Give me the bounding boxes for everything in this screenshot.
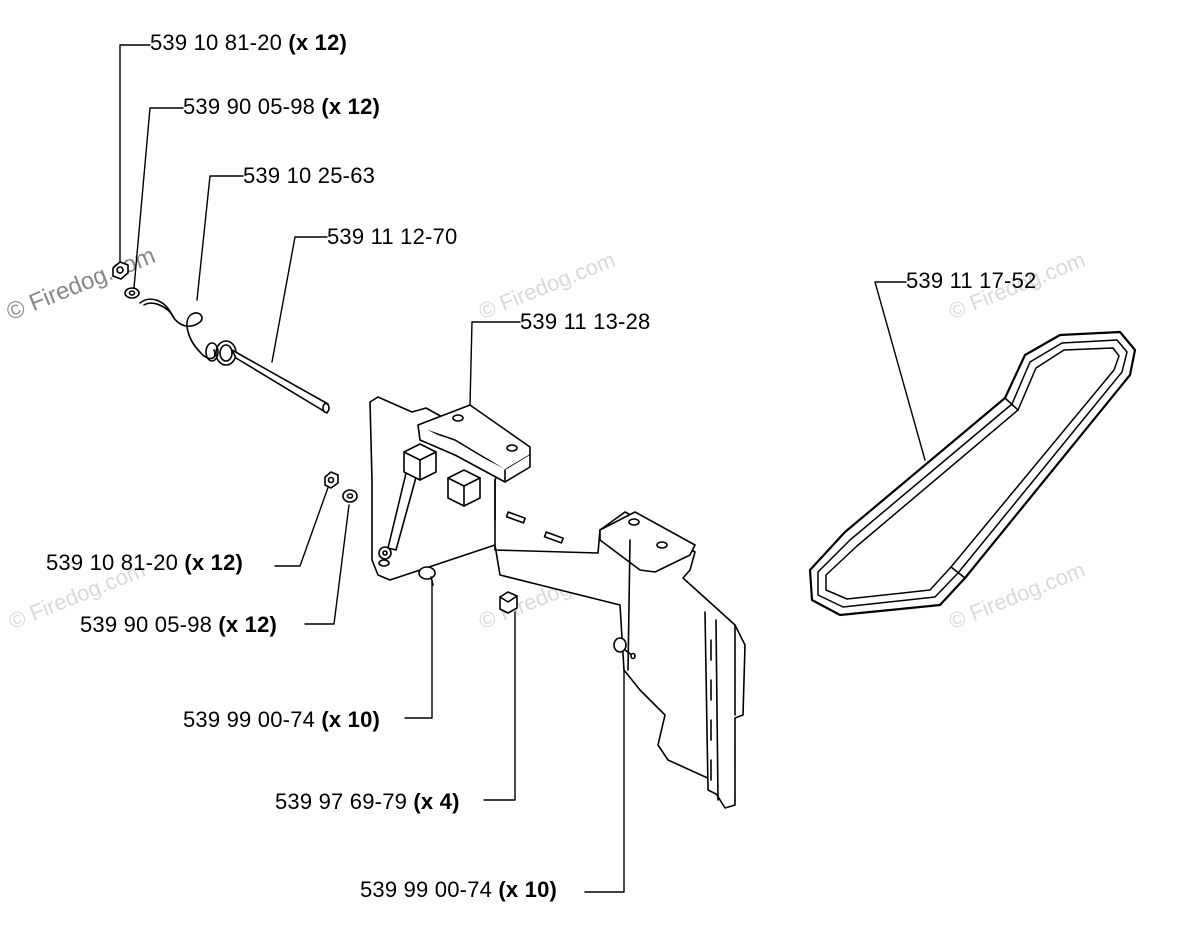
part-label-6: 539 11 17-52: [906, 268, 1037, 293]
leader-1: [119, 44, 151, 263]
leader-10: [483, 611, 516, 801]
nut-lower: [324, 471, 339, 489]
part-label-11: 539 99 00-74 (x 10): [360, 877, 558, 902]
leader-7: [274, 481, 331, 567]
pin-rod: [231, 349, 330, 414]
bumper-block-2: [447, 469, 481, 507]
leader-8: [304, 504, 350, 625]
lanyard-cable: [139, 298, 219, 362]
washer-lower: [342, 489, 358, 503]
nut-top: [112, 261, 129, 280]
leader-3: [196, 175, 244, 301]
part-label-7: 539 10 81-20 (x 12): [46, 550, 244, 575]
drive-belt: [808, 330, 1137, 617]
leader-4: [271, 236, 328, 363]
part-label-8: 539 90 05-98 (x 12): [80, 612, 278, 637]
leader-6: [874, 281, 926, 461]
leader-5: [469, 321, 521, 406]
part-label-2: 539 90 05-98 (x 12): [183, 94, 381, 119]
part-label-4: 539 11 12-70: [327, 224, 458, 249]
part-label-10: 539 97 69-79 (x 4): [275, 789, 460, 814]
carriage-bolt-right: [613, 637, 636, 660]
leader-lines: [119, 44, 926, 893]
part-label-1: 539 10 81-20 (x 12): [150, 30, 348, 55]
carriage-bolt-left: [418, 566, 436, 586]
part-label-5: 539 11 13-28: [520, 309, 651, 334]
leader-11: [584, 654, 625, 893]
locknut: [499, 591, 518, 614]
leader-2: [133, 107, 184, 289]
bumper-block-1: [403, 443, 437, 481]
washer-top: [124, 287, 140, 299]
leader-9: [404, 581, 433, 719]
part-label-3: 539 10 25-63: [243, 163, 376, 188]
part-label-9: 539 99 00-74 (x 10): [183, 707, 381, 732]
